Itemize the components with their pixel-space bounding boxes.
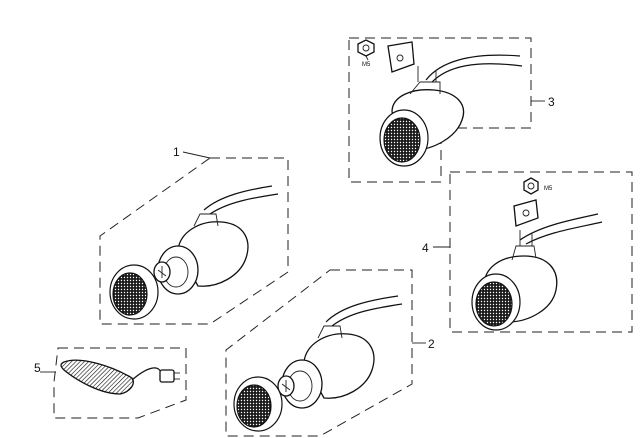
nut-size-label-right: M5 (544, 186, 553, 192)
resistor-lens-plate (60, 359, 134, 395)
nut-size-label-top: M5 (362, 62, 371, 68)
part-1-leader (182, 151, 211, 159)
nut-m5-top: M5 (357, 39, 375, 68)
part-2-callout: 2 (428, 337, 435, 351)
part-1-callout: 1 (173, 145, 180, 159)
part-5-group: 5 (34, 347, 187, 419)
part-5-dashed-frame (53, 347, 187, 419)
connector-plug (159, 369, 180, 383)
lens-grille-1 (112, 272, 148, 316)
bulb-1 (153, 261, 171, 283)
lens-grille-2 (236, 384, 272, 428)
wire-lead-right (519, 213, 599, 241)
wire-lead-1 (203, 185, 273, 211)
lens-grille-right (475, 281, 513, 327)
part-3-group: 3 M5 (348, 37, 555, 183)
part-3-callout: 3 (548, 95, 555, 109)
lens-grille-top (383, 117, 421, 163)
mounting-bracket-right (513, 199, 539, 227)
part-4-dashed-frame (449, 171, 633, 333)
wire-lead-top (425, 54, 521, 81)
wire-lead-2 (325, 295, 399, 323)
part-2-dashed-frame (225, 269, 413, 437)
part-4-callout: 4 (422, 241, 429, 255)
part-1-group: 1 (99, 145, 289, 325)
part-1-dashed-frame (99, 157, 289, 325)
nut-m5-right: M5 (523, 177, 553, 195)
part-5-callout: 5 (34, 361, 41, 375)
bulb-2 (277, 375, 295, 397)
lead-wire-5 (131, 367, 163, 381)
part-4-group: 4 M5 (422, 171, 633, 333)
part-2-group: 2 (225, 269, 435, 437)
mounting-bracket-top (387, 41, 415, 73)
